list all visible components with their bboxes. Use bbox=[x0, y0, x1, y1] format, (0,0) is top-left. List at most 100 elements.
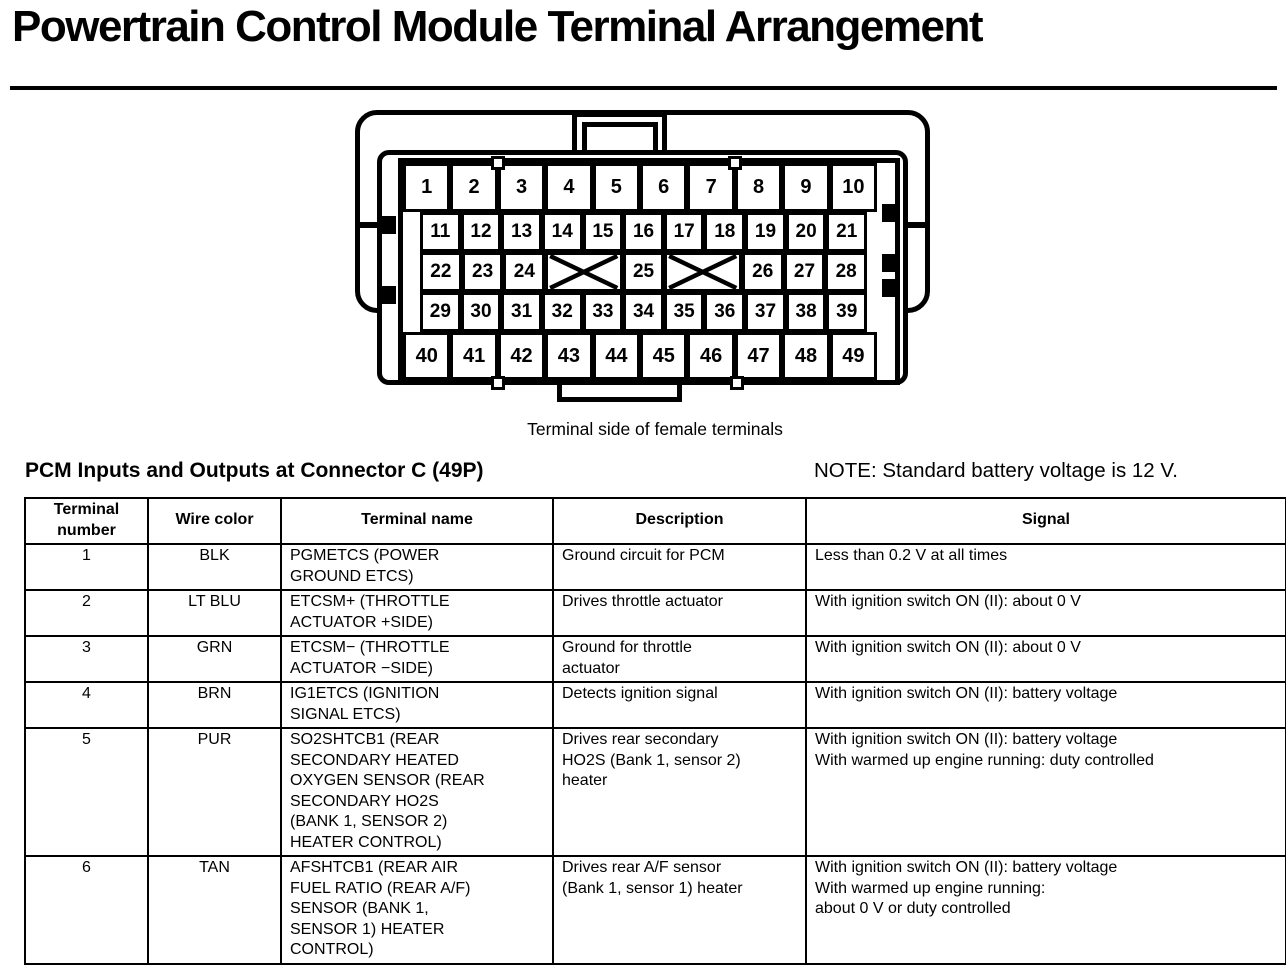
terminal-cell-30: 30 bbox=[460, 292, 502, 332]
table-cell-terminal-6: 6 bbox=[26, 857, 149, 965]
terminal-cell-4: 4 bbox=[545, 163, 593, 212]
terminal-cell-39: 39 bbox=[826, 292, 868, 332]
connector-side-lug bbox=[378, 216, 396, 234]
table-cell-terminal-2: 2 bbox=[26, 591, 149, 637]
terminal-cell-37: 37 bbox=[745, 292, 786, 332]
terminal-cell-36: 36 bbox=[704, 292, 746, 332]
terminal-cell-32: 32 bbox=[541, 292, 583, 332]
terminal-cell-5: 5 bbox=[592, 163, 641, 212]
terminal-cell-11: 11 bbox=[420, 212, 461, 252]
terminal-cell-20: 20 bbox=[785, 212, 827, 252]
terminal-cell-34: 34 bbox=[623, 292, 664, 332]
title-divider bbox=[10, 86, 1277, 90]
terminal-cell-44: 44 bbox=[592, 332, 641, 380]
table-cell-wire-4: BRN bbox=[149, 683, 282, 729]
table-cell-desc-2: Drives throttle actuator bbox=[554, 591, 807, 637]
blocked-cavity bbox=[664, 252, 742, 292]
table-cell-desc-4: Detects ignition signal bbox=[554, 683, 807, 729]
table-header-1: Wire color bbox=[149, 499, 282, 545]
connector-left-step bbox=[358, 222, 382, 228]
terminal-cell-46: 46 bbox=[687, 332, 735, 380]
note-text: NOTE: Standard battery voltage is 12 V. bbox=[814, 459, 1178, 482]
terminal-cell-14: 14 bbox=[541, 212, 583, 252]
terminal-cell-48: 48 bbox=[782, 332, 830, 380]
terminal-cell-26: 26 bbox=[741, 252, 784, 292]
terminal-cell-16: 16 bbox=[623, 212, 664, 252]
connector-side-lug bbox=[882, 204, 900, 222]
page-title: Powertrain Control Module Terminal Arran… bbox=[12, 2, 984, 51]
terminal-cell-18: 18 bbox=[704, 212, 746, 252]
table-cell-signal-3: With ignition switch ON (II): about 0 V bbox=[807, 637, 1286, 683]
terminal-cell-8: 8 bbox=[734, 163, 783, 212]
terminal-cell-33: 33 bbox=[582, 292, 624, 332]
terminal-cell-13: 13 bbox=[501, 212, 542, 252]
blocked-cavity bbox=[545, 252, 623, 292]
terminal-cell-23: 23 bbox=[461, 252, 504, 292]
terminal-cell-9: 9 bbox=[782, 163, 830, 212]
terminal-cell-17: 17 bbox=[663, 212, 705, 252]
table-header-2: Terminal name bbox=[282, 499, 554, 545]
terminal-cell-6: 6 bbox=[640, 163, 688, 212]
connector-side-lug bbox=[378, 286, 396, 304]
table-cell-wire-2: LT BLU bbox=[149, 591, 282, 637]
table-header-3: Description bbox=[554, 499, 807, 545]
table-cell-wire-5: PUR bbox=[149, 729, 282, 857]
terminal-cell-10: 10 bbox=[829, 163, 878, 212]
terminal-cell-7: 7 bbox=[687, 163, 735, 212]
section-heading: PCM Inputs and Outputs at Connector C (4… bbox=[25, 459, 484, 482]
table-cell-name-3: ETCSM− (THROTTLE ACTUATOR −SIDE) bbox=[282, 637, 554, 683]
table-cell-wire-1: BLK bbox=[149, 545, 282, 591]
terminal-cell-24: 24 bbox=[503, 252, 546, 292]
table-cell-signal-2: With ignition switch ON (II): about 0 V bbox=[807, 591, 1286, 637]
terminal-cell-15: 15 bbox=[582, 212, 624, 252]
connector-top-notch bbox=[728, 156, 742, 170]
table-cell-wire-3: GRN bbox=[149, 637, 282, 683]
terminal-cell-35: 35 bbox=[663, 292, 705, 332]
connector-bottom-notch bbox=[491, 376, 505, 390]
terminal-cell-41: 41 bbox=[450, 332, 498, 380]
terminal-cell-12: 12 bbox=[460, 212, 502, 252]
terminal-cell-1: 1 bbox=[403, 163, 451, 212]
terminal-cell-3: 3 bbox=[497, 163, 546, 212]
terminal-cell-22: 22 bbox=[420, 252, 462, 292]
blocked-x-icon bbox=[548, 255, 619, 289]
terminal-cell-21: 21 bbox=[826, 212, 868, 252]
terminal-cell-49: 49 bbox=[829, 332, 878, 380]
connector-bottom-notch bbox=[730, 376, 744, 390]
terminal-cell-31: 31 bbox=[501, 292, 542, 332]
connector-right-step bbox=[904, 222, 928, 228]
table-cell-terminal-3: 3 bbox=[26, 637, 149, 683]
table-cell-terminal-1: 1 bbox=[26, 545, 149, 591]
terminal-cell-45: 45 bbox=[640, 332, 688, 380]
terminal-cell-47: 47 bbox=[734, 332, 783, 380]
table-cell-signal-4: With ignition switch ON (II): battery vo… bbox=[807, 683, 1286, 729]
terminal-cell-42: 42 bbox=[497, 332, 546, 380]
connector-side-lug bbox=[882, 279, 900, 297]
terminal-cell-19: 19 bbox=[745, 212, 786, 252]
terminal-cell-43: 43 bbox=[545, 332, 593, 380]
table-cell-desc-1: Ground circuit for PCM bbox=[554, 545, 807, 591]
table-cell-name-5: SO2SHTCB1 (REAR SECONDARY HEATED OXYGEN … bbox=[282, 729, 554, 857]
table-cell-name-4: IG1ETCS (IGNITION SIGNAL ETCS) bbox=[282, 683, 554, 729]
table-cell-desc-6: Drives rear A/F sensor (Bank 1, sensor 1… bbox=[554, 857, 807, 965]
table-cell-signal-6: With ignition switch ON (II): battery vo… bbox=[807, 857, 1286, 965]
table-cell-signal-5: With ignition switch ON (II): battery vo… bbox=[807, 729, 1286, 857]
terminal-cell-40: 40 bbox=[403, 332, 451, 380]
blocked-x-icon bbox=[667, 255, 738, 289]
table-cell-name-6: AFSHTCB1 (REAR AIR FUEL RATIO (REAR A/F)… bbox=[282, 857, 554, 965]
table-cell-desc-5: Drives rear secondary HO2S (Bank 1, sens… bbox=[554, 729, 807, 857]
connector-caption: Terminal side of female terminals bbox=[527, 419, 783, 439]
table-cell-signal-1: Less than 0.2 V at all times bbox=[807, 545, 1286, 591]
table-header-0: Terminal number bbox=[26, 499, 149, 545]
table-cell-terminal-4: 4 bbox=[26, 683, 149, 729]
terminal-cell-38: 38 bbox=[785, 292, 827, 332]
terminal-cell-28: 28 bbox=[825, 252, 868, 292]
